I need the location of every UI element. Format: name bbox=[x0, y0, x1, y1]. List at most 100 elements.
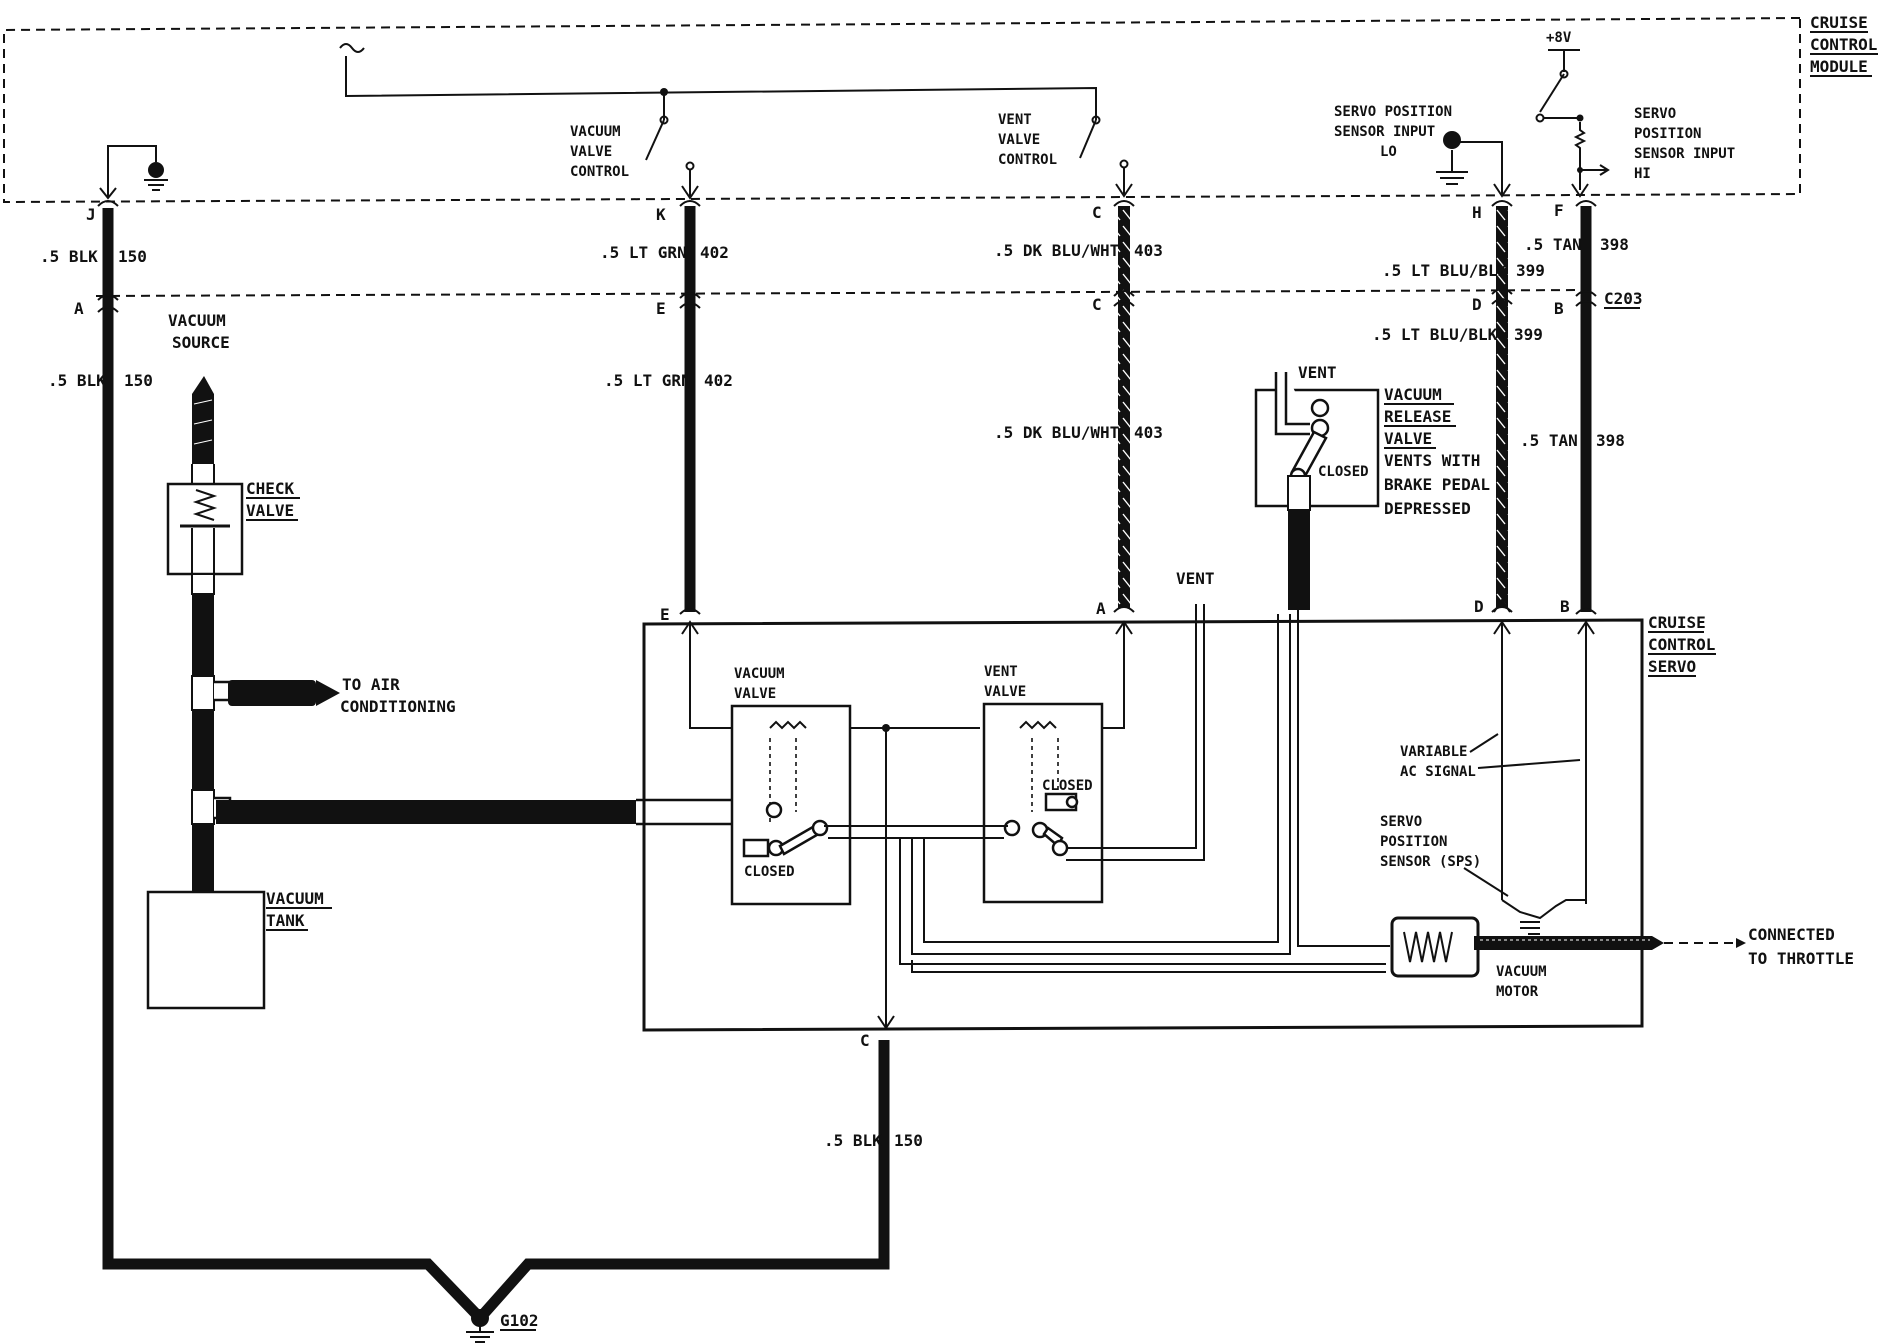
vent-valve-control-label-3: CONTROL bbox=[998, 152, 1057, 168]
throttle-label-1: CONNECTED bbox=[1748, 925, 1835, 944]
module-pin-c: C bbox=[1092, 203, 1102, 222]
tan-lower-label: .5 TAN bbox=[1520, 431, 1578, 450]
c203-pin-e: E bbox=[656, 299, 666, 318]
module-ground-j bbox=[99, 145, 168, 200]
release-valve-note-3: DEPRESSED bbox=[1384, 499, 1471, 518]
blk-ground-label: .5 BLK bbox=[824, 1131, 882, 1150]
sps-hi-label-3: SENSOR INPUT bbox=[1634, 146, 1735, 162]
vacuum-valve-control-label-3: CONTROL bbox=[570, 164, 629, 180]
release-valve-title-1: VACUUM bbox=[1384, 385, 1442, 404]
c203-pin-a: A bbox=[74, 299, 84, 318]
sps-label-3: SENSOR (SPS) bbox=[1380, 854, 1481, 870]
control-bus-line bbox=[345, 56, 1097, 120]
release-valve-vent-label: VENT bbox=[1298, 363, 1337, 382]
module-title-line3: MODULE bbox=[1810, 57, 1868, 76]
vacuum-motor-label-2: MOTOR bbox=[1496, 984, 1539, 1000]
vent-valve-control-label-1: VENT bbox=[998, 112, 1032, 128]
dkblu-upper-circuit: 403 bbox=[1134, 241, 1163, 260]
release-valve-closed-label: CLOSED bbox=[1318, 464, 1369, 480]
blk-ground-circuit: 150 bbox=[894, 1131, 923, 1150]
vent-valve-control-label-2: VALVE bbox=[998, 132, 1040, 148]
vacuum-valve-control-label-1: VACUUM bbox=[570, 124, 621, 140]
servo-pin-e: E bbox=[660, 605, 670, 624]
blk-upper-circuit: 150 bbox=[118, 247, 147, 266]
servo-boundary bbox=[642, 618, 1644, 1032]
supply-8v-label: +8V bbox=[1546, 30, 1572, 46]
check-valve-label-2: VALVE bbox=[246, 501, 294, 520]
servo-position-sensor bbox=[1501, 899, 1586, 935]
vent-valve-label-1: VENT bbox=[984, 664, 1018, 680]
module-pin-k: K bbox=[656, 205, 666, 224]
ltblu-upper-circuit: 399 bbox=[1516, 261, 1545, 280]
vent-valve-control-switch bbox=[1079, 115, 1133, 198]
servo-title-1: CRUISE bbox=[1648, 613, 1706, 632]
servo-vacuum-valve bbox=[730, 704, 852, 906]
module-boundary bbox=[3, 16, 1801, 204]
module-pin-j: J bbox=[86, 205, 96, 224]
ltgrn-lower-label: .5 LT GRN bbox=[604, 371, 691, 390]
servo-title-3: SERVO bbox=[1648, 657, 1696, 676]
servo-vent-valve bbox=[982, 702, 1104, 904]
servo-pin-c: C bbox=[860, 1031, 870, 1050]
servo-supply-hose bbox=[214, 796, 779, 826]
air-conditioning-hose bbox=[214, 680, 340, 706]
sps-label-2: POSITION bbox=[1380, 834, 1447, 850]
blk-lower-label: .5 BLK bbox=[48, 371, 106, 390]
release-valve-title-3: VALVE bbox=[1384, 429, 1432, 448]
cruise-control-module: CRUISE CONTROL MODULE VACUUM VALVE CONTR… bbox=[3, 13, 1878, 204]
ltblu-lower-circuit: 399 bbox=[1514, 325, 1543, 344]
servo-pin-a: A bbox=[1096, 599, 1106, 618]
vacuum-valve-label-1: VACUUM bbox=[734, 666, 785, 682]
check-valve-label-1: CHECK bbox=[246, 479, 295, 498]
sps-lo-label-1: SERVO POSITION bbox=[1334, 104, 1452, 120]
dkblu-lower-label: .5 DK BLU/WHT bbox=[994, 423, 1119, 442]
air-conditioning-label-2: CONDITIONING bbox=[340, 697, 456, 716]
ltblu-lower-label: .5 LT BLU/BLK bbox=[1372, 325, 1498, 344]
vacuum-source-label-1: VACUUM bbox=[168, 311, 226, 330]
vacuum-tank-label-1: VACUUM bbox=[266, 889, 324, 908]
servo-title-2: CONTROL bbox=[1648, 635, 1715, 654]
tan-upper-circuit: 398 bbox=[1600, 235, 1629, 254]
vacuum-motor bbox=[1390, 916, 1746, 978]
air-conditioning-label-1: TO AIR bbox=[342, 675, 400, 694]
sps-hi-switch bbox=[1535, 49, 1610, 198]
vacuum-valve-control-switch bbox=[645, 115, 699, 200]
servo-pin-d: D bbox=[1474, 597, 1484, 616]
vacuum-release-valve bbox=[1254, 372, 1380, 610]
module-title-line1: CRUISE bbox=[1810, 13, 1868, 32]
blk-lower-circuit: 150 bbox=[124, 371, 153, 390]
sps-hi-label-2: POSITION bbox=[1634, 126, 1701, 142]
ac-source-symbol bbox=[339, 43, 365, 53]
dkblu-upper-label: .5 DK BLU/WHT bbox=[994, 241, 1119, 260]
dkblu-lower-circuit: 403 bbox=[1134, 423, 1163, 442]
wire-dkblu-403 bbox=[1113, 200, 1135, 613]
ground-label: G102 bbox=[500, 1311, 539, 1330]
wire-ltgrn-402 bbox=[679, 200, 701, 615]
vent-valve-closed-label: CLOSED bbox=[1042, 778, 1093, 794]
module-title-line2: CONTROL bbox=[1810, 35, 1877, 54]
vacuum-valve-label-2: VALVE bbox=[734, 686, 776, 702]
blk-upper-label: .5 BLK bbox=[40, 247, 98, 266]
release-valve-title-2: RELEASE bbox=[1384, 407, 1451, 426]
connector-c203-label: C203 bbox=[1604, 289, 1643, 308]
tan-upper-label: .5 TAN bbox=[1524, 235, 1582, 254]
vacuum-valve-closed-label: CLOSED bbox=[744, 864, 795, 880]
module-pin-h: H bbox=[1472, 203, 1482, 222]
vacuum-source-label-2: SOURCE bbox=[172, 333, 230, 352]
vacuum-tank bbox=[146, 890, 266, 1010]
ltgrn-lower-circuit: 402 bbox=[704, 371, 733, 390]
vacuum-tank-label-2: TANK bbox=[266, 911, 305, 930]
c203-pin-c: C bbox=[1092, 295, 1102, 314]
wire-tan-398 bbox=[1575, 200, 1597, 615]
c203-pin-b: B bbox=[1554, 299, 1564, 318]
sps-hi-label-1: SERVO bbox=[1634, 106, 1676, 122]
c203-pin-d: D bbox=[1472, 295, 1482, 314]
cruise-control-servo bbox=[642, 618, 1644, 1032]
connector-c203-line bbox=[95, 289, 1591, 297]
ac-signal-label-2: AC SIGNAL bbox=[1400, 764, 1476, 780]
module-pin-f: F bbox=[1554, 201, 1564, 220]
ltblu-upper-label: .5 LT BLU/BLK bbox=[1382, 261, 1508, 280]
vacuum-motor-label-1: VACUUM bbox=[1496, 964, 1547, 980]
sps-label-1: SERVO bbox=[1380, 814, 1422, 830]
